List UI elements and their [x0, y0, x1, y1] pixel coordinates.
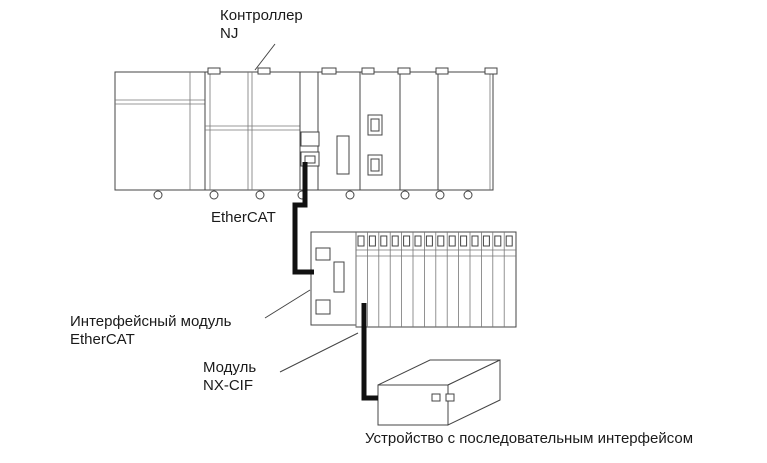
serial-cable: [361, 303, 378, 401]
nx-cif-leader-line: [279, 332, 359, 373]
serial-device-label: Устройство с последовательным интерфейсо…: [365, 430, 694, 447]
serial-device: [377, 359, 501, 426]
io-units: [359, 67, 498, 200]
ethercat-coupler-rack: [310, 231, 517, 328]
nx-slice-terminal: [482, 235, 490, 247]
nx-slice-terminal: [437, 235, 445, 247]
nx-slice-terminal: [425, 235, 433, 247]
controller-label: Контроллер NJ: [220, 7, 303, 43]
nx-slice-terminal: [368, 235, 376, 247]
nx-slice-terminal: [448, 235, 456, 247]
nx-slice-terminal: [505, 235, 513, 247]
interface-module-label: Интерфейсный модуль EtherCAT: [70, 313, 231, 349]
interface-module-label-line1: Интерфейсный модуль: [70, 313, 232, 330]
nx-cif-label-line2: NX-CIF: [203, 377, 253, 394]
controller-label-line2: NJ: [220, 25, 239, 42]
nx-slice-terminal: [471, 235, 479, 247]
nx-slice-terminal: [414, 235, 422, 247]
controller-leader-line: [254, 43, 276, 71]
memory-card-slot-icon: [336, 135, 350, 175]
coupler-leader-line: [264, 289, 311, 319]
interface-module-label-line2: EtherCAT: [70, 331, 135, 348]
controller-label-line1: Контроллер: [220, 7, 303, 24]
ethercat-label: EtherCAT: [211, 209, 276, 226]
ethercat-cable: [292, 162, 314, 275]
nx-slice-terminal: [403, 235, 411, 247]
nx-slice-terminal: [494, 235, 502, 247]
nx-cif-label-line1: Модуль: [203, 359, 257, 376]
nx-slice-terminal: [357, 235, 365, 247]
ethernet-port-icon: [300, 131, 320, 147]
nx-slice-terminal: [380, 235, 388, 247]
nx-cif-label: Модуль NX-CIF: [203, 359, 256, 395]
nx-slice-terminal: [460, 235, 468, 247]
power-supply-unit: [114, 71, 206, 200]
cpu-unit: [204, 67, 301, 200]
device-indicator-icon: [431, 393, 441, 402]
nj-controller: [114, 67, 498, 200]
nx-slice-terminal: [391, 235, 399, 247]
device-indicator-icon: [445, 393, 455, 402]
